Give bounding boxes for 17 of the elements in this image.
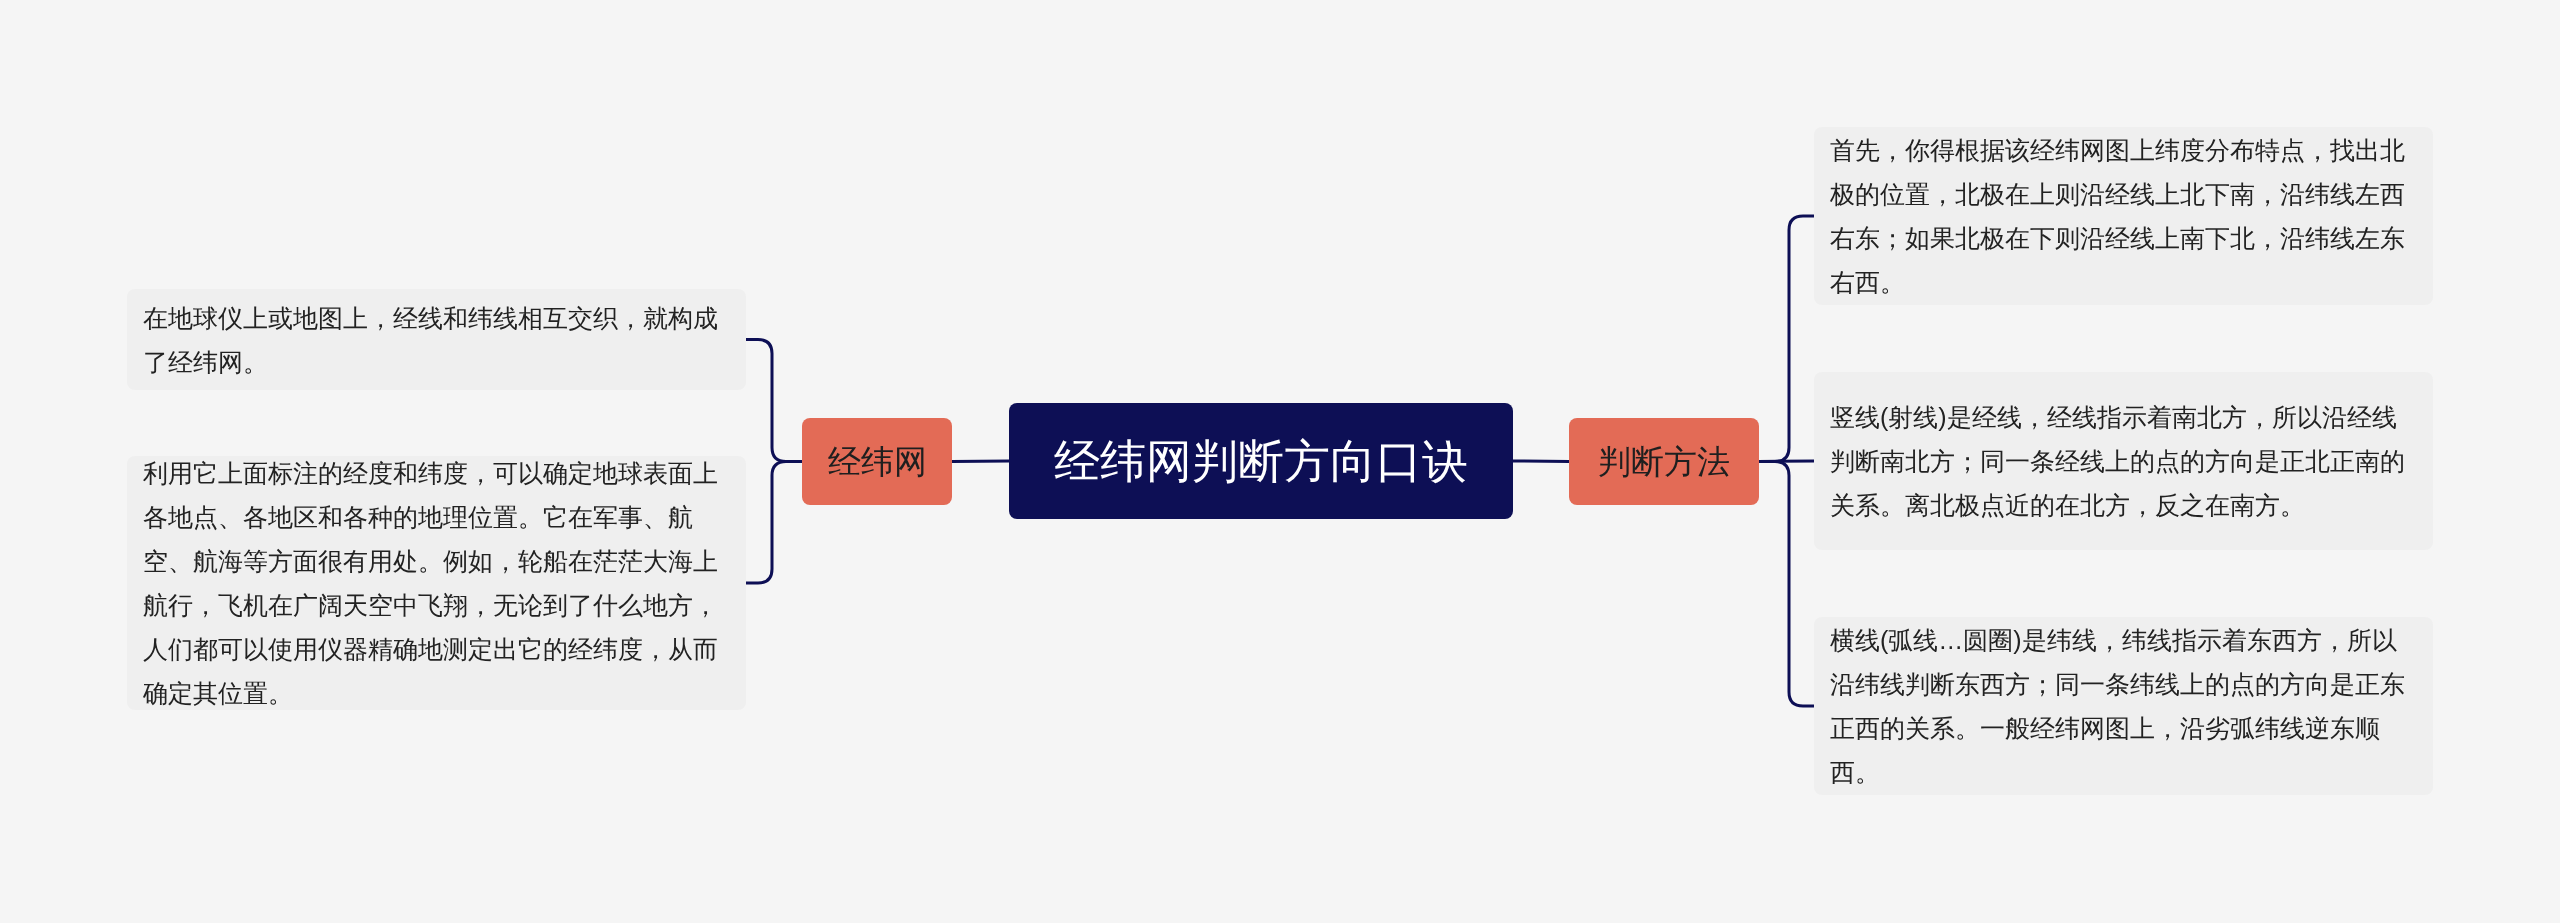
- branch-topic: [802, 418, 952, 505]
- topic-text: 竖线(射线)是经线，经线指示着南北方，所以沿经线判断南北方；同一条经线上的点的方向是正北正南的关系。离北极点近的在北方，反之在南方。: [1830, 402, 2406, 521]
- connector-line: [952, 459, 1009, 463]
- connector-line: [1759, 460, 1814, 708]
- topic-text: 判断方法: [1598, 441, 1730, 482]
- topic-text: 横线(弧线…圆圈)是纬线，纬线指示着东西方，所以沿纬线判断东西方；同一条纬线上的点的方向是正东正西的关系。一般经纬网图上，沿劣弧纬线逆东顺西。: [1830, 625, 2406, 788]
- connector-line: [1513, 459, 1569, 463]
- branch-topic: [1569, 418, 1759, 505]
- root-topic: [1009, 403, 1513, 519]
- topic-text: 首先，你得根据该经纬网图上纬度分布特点，找出北极的位置，北极在上则沿经线上北下南，沿纬线左西右东；如果北极在下则沿经线上南下北，沿纬线左东右西。: [1830, 135, 2406, 298]
- topic-text: 经纬网判断方向口诀: [1054, 433, 1468, 489]
- text-card: [127, 289, 746, 390]
- topic-text: 利用它上面标注的经度和纬度，可以确定地球表面上各地点、各地区和各种的地理位置。它在军事、航空、航海等方面很有用处。例如，轮船在茫茫大海上航行，飞机在广阔天空中飞翔，无论到了什么地方，人们都可以使用仪器精确地测定出它的经纬度，从而确定其位置。: [143, 458, 719, 709]
- connector-line: [746, 460, 802, 585]
- topic-text: 在地球仪上或地图上，经线和纬线相互交织，就构成了经纬网。: [143, 302, 719, 378]
- topic-text: 经纬网: [827, 441, 927, 482]
- text-card: [1814, 372, 2433, 550]
